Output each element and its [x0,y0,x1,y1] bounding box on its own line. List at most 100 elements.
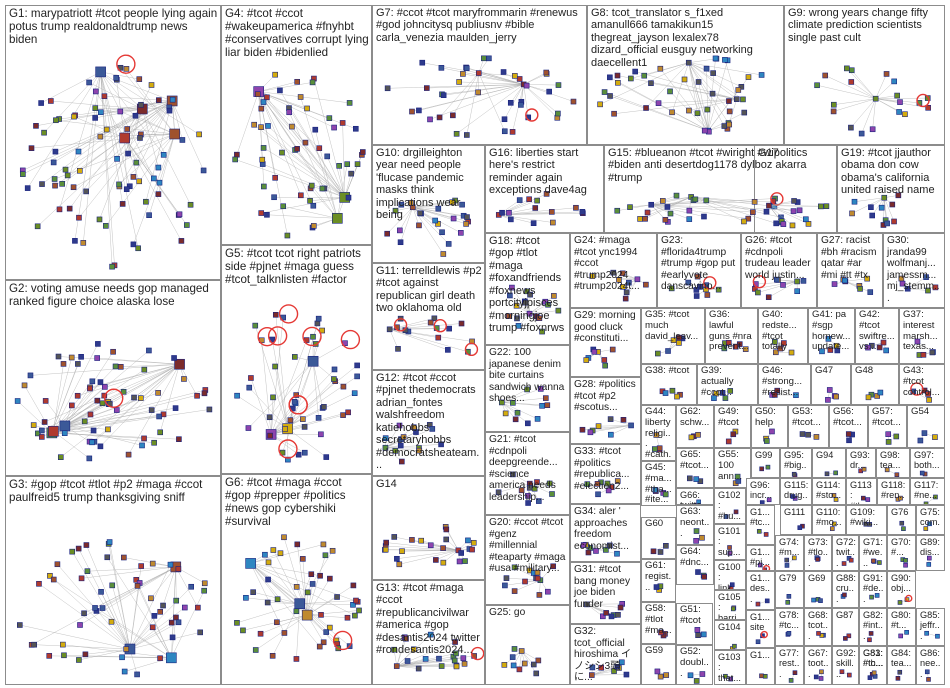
profile-node-icon[interactable] [277,88,282,93]
profile-node-icon[interactable] [77,622,82,627]
profile-node-icon[interactable] [255,92,260,97]
profile-node-icon[interactable] [113,364,118,369]
profile-node-icon[interactable] [823,73,828,78]
profile-node-icon[interactable] [156,390,161,395]
group-cell-g41[interactable]: G41: pa #sgp homew... update... [808,308,855,364]
profile-node-icon[interactable] [695,570,700,575]
profile-node-icon[interactable] [787,594,791,598]
profile-node-icon[interactable] [102,384,107,389]
profile-node-icon[interactable] [289,124,294,129]
group-cell-g40[interactable]: G40: redste... #tcot totally [758,308,808,364]
profile-node-icon[interactable] [502,662,507,667]
group-cell-g59[interactable]: G59 [641,644,676,685]
profile-node-icon[interactable] [76,657,81,662]
profile-node-icon[interactable] [847,438,852,443]
profile-node-icon[interactable] [75,393,80,398]
profile-node-icon[interactable] [544,70,549,75]
profile-node-icon[interactable] [655,669,660,674]
profile-node-icon[interactable] [330,548,335,553]
group-cell-g86[interactable]: G86: nee... [916,646,945,685]
profile-node-icon[interactable] [633,69,638,74]
profile-node-icon[interactable] [122,669,127,674]
profile-node-icon[interactable] [522,661,527,666]
profile-node-icon[interactable] [533,205,538,210]
profile-node-icon[interactable] [233,157,238,162]
profile-node-icon[interactable] [602,357,607,362]
profile-node-icon[interactable] [848,125,853,130]
group-cell-g2[interactable]: G2: voting amuse needs gop managed ranke… [5,280,221,476]
profile-node-icon[interactable] [870,127,875,132]
profile-node-icon[interactable] [270,653,275,658]
profile-node-icon[interactable] [512,589,517,594]
profile-node-icon[interactable] [512,646,517,651]
profile-node-icon[interactable] [512,73,517,78]
profile-node-icon[interactable] [172,355,177,360]
group-cell-g53[interactable]: G53: #tcot... [788,405,829,448]
profile-node-icon[interactable] [409,537,414,542]
profile-node-icon[interactable] [87,456,92,461]
profile-node-icon[interactable] [658,674,663,679]
profile-node-icon[interactable] [142,436,147,441]
profile-node-icon[interactable] [902,112,907,117]
group-cell-g9[interactable]: G9: wrong years change fifty climate pre… [784,5,945,145]
profile-node-icon[interactable] [77,168,82,173]
profile-node-icon[interactable] [109,619,114,624]
profile-node-icon[interactable] [273,364,278,369]
profile-node-icon[interactable] [383,547,388,552]
profile-node-icon[interactable] [48,426,58,436]
profile-node-icon[interactable] [310,80,315,85]
profile-node-icon[interactable] [757,529,761,533]
profile-node-icon[interactable] [872,671,876,675]
profile-node-icon[interactable] [441,252,446,257]
profile-node-icon[interactable] [295,146,300,151]
profile-node-icon[interactable] [803,217,808,222]
profile-node-icon[interactable] [701,214,706,219]
group-cell-g76[interactable]: G76 [887,505,916,535]
profile-node-icon[interactable] [157,180,162,185]
profile-node-icon[interactable] [120,133,130,143]
profile-node-icon[interactable] [790,223,795,228]
profile-node-icon[interactable] [341,413,346,418]
profile-node-icon[interactable] [25,186,30,191]
profile-node-icon[interactable] [168,562,173,567]
profile-node-icon[interactable] [253,323,258,328]
profile-node-icon[interactable] [353,126,358,131]
profile-node-icon[interactable] [341,384,346,389]
profile-node-icon[interactable] [463,559,468,564]
profile-node-icon[interactable] [610,347,615,352]
profile-node-icon[interactable] [870,213,875,218]
profile-node-icon[interactable] [53,183,58,188]
profile-node-icon[interactable] [627,205,632,210]
profile-node-icon[interactable] [308,356,318,366]
profile-node-icon[interactable] [115,156,120,161]
profile-node-icon[interactable] [464,221,469,226]
profile-node-icon[interactable] [313,127,318,132]
profile-node-icon[interactable] [825,397,830,402]
profile-node-icon[interactable] [60,421,70,431]
profile-node-icon[interactable] [726,99,731,104]
group-cell-g84[interactable]: G84: tea... [887,646,916,685]
profile-node-icon[interactable] [189,584,194,589]
profile-node-icon[interactable] [598,102,603,107]
profile-node-icon[interactable] [39,101,44,106]
profile-node-icon[interactable] [441,546,446,551]
profile-node-icon[interactable] [428,320,433,325]
profile-node-icon[interactable] [266,577,271,582]
profile-node-icon[interactable] [124,647,129,652]
profile-node-icon[interactable] [309,572,314,577]
profile-node-icon[interactable] [87,386,92,391]
profile-node-icon[interactable] [98,134,103,139]
profile-node-icon[interactable] [556,83,561,88]
profile-node-icon[interactable] [694,477,699,482]
profile-node-icon[interactable] [179,238,184,243]
group-cell-g3[interactable]: G3: #gop #tcot #tlot #p2 #maga #ccot pau… [5,476,221,685]
profile-node-icon[interactable] [76,149,81,154]
profile-node-icon[interactable] [273,312,278,317]
profile-node-icon[interactable] [832,282,837,287]
profile-node-icon[interactable] [79,354,84,359]
profile-node-icon[interactable] [278,551,283,556]
group-cell-g114[interactable]: G114: #sto... [812,478,846,505]
profile-node-icon[interactable] [311,203,316,208]
profile-node-icon[interactable] [42,130,47,135]
profile-node-icon[interactable] [786,600,790,604]
